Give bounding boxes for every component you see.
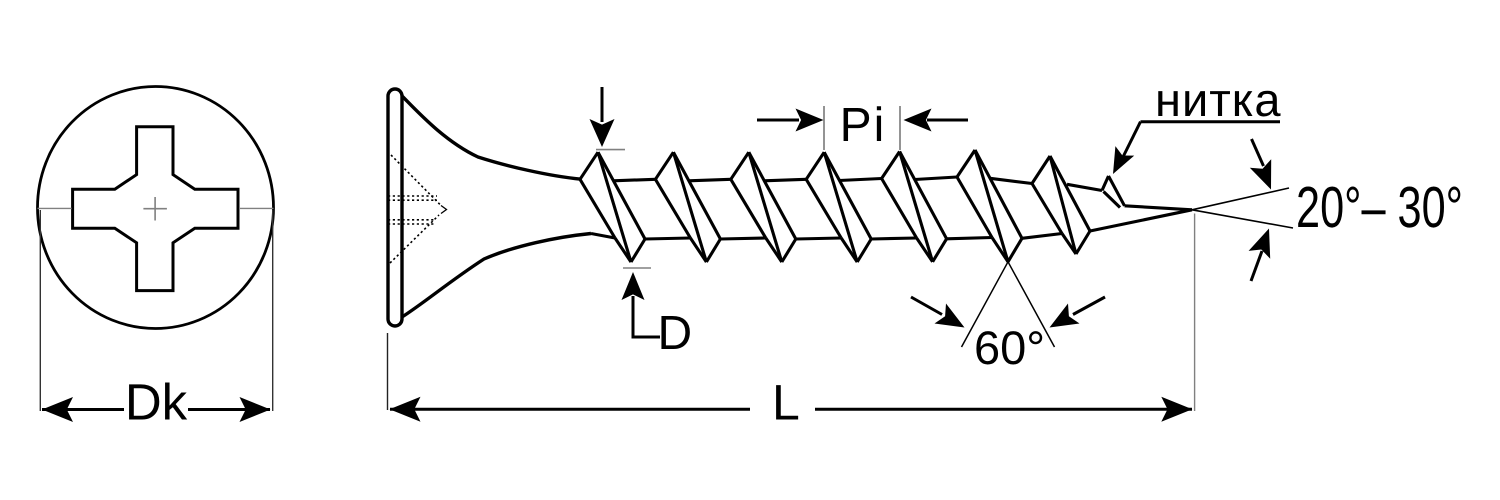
svg-text:нитка: нитка [1155,73,1281,126]
svg-text:Pi: Pi [840,99,887,152]
svg-text:L: L [772,375,800,431]
svg-text:Dk: Dk [125,374,188,431]
svg-text:60°: 60° [974,321,1045,374]
svg-text:D: D [658,307,693,360]
svg-text:20°– 30°: 20°– 30° [1296,175,1463,240]
